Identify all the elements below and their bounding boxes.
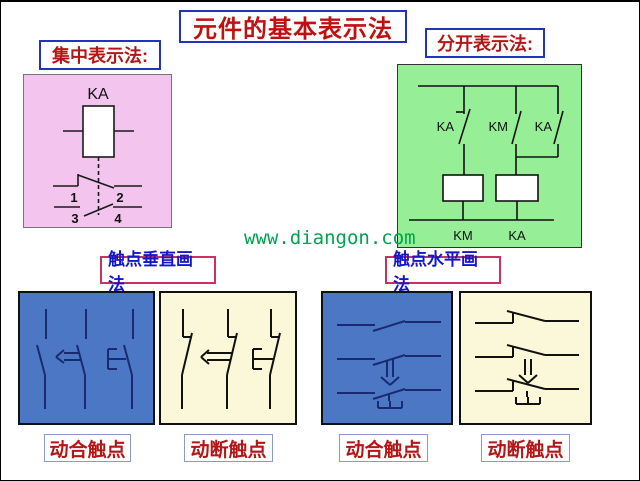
- caption-text: 动断触点: [190, 439, 267, 461]
- nc-contact-symbol: [475, 310, 579, 324]
- ladder-circuit-diagram: KA KM KA KM KA: [409, 85, 564, 243]
- coil-designation: KM: [453, 228, 473, 243]
- horizontal-drawing-label: 触点水平画法: [385, 250, 501, 294]
- nc-contact-symbol: [181, 309, 193, 409]
- horizontal-drawing-text: 触点水平画法: [393, 250, 478, 294]
- centralized-method-label: 集中表示法:: [39, 40, 161, 70]
- relay-circuit-diagram: KA 1 2 3 4: [53, 86, 142, 226]
- no-contact-with-arrow-symbol: [55, 309, 87, 409]
- no-contact-with-operator-symbol: [107, 309, 134, 409]
- page-title: 元件的基本表示法: [179, 10, 407, 43]
- page-title-text: 元件的基本表示法: [193, 16, 393, 43]
- manual-operator-e-icon: [107, 348, 126, 370]
- separated-representation-panel: KA KM KA KM KA: [397, 64, 582, 248]
- no-contact-symbol: [516, 86, 564, 158]
- vertical-nc-contact-symbols: [181, 309, 281, 409]
- nc-contact-with-operator-symbol: [252, 309, 281, 409]
- centralized-method-text: 集中表示法:: [52, 46, 148, 66]
- terminal-number: 2: [116, 190, 123, 205]
- no-contact-symbol: [36, 309, 47, 409]
- horizontal-nc-contact-symbols: [475, 310, 579, 405]
- terminal-number: 4: [114, 211, 122, 226]
- centralized-representation-panel: KA 1 2 3 4: [23, 74, 172, 228]
- vertical-drawing-label: 触点垂直画法: [100, 250, 216, 294]
- terminal-number: 1: [70, 190, 77, 205]
- caption-normally-open: 动合触点: [339, 434, 428, 462]
- no-contact-symbol: [337, 320, 441, 332]
- caption-normally-open: 动合触点: [44, 434, 131, 462]
- caption-text: 动合触点: [49, 439, 126, 461]
- left-arrow-icon: [200, 349, 232, 365]
- vertical-no-contacts-panel: [18, 291, 155, 425]
- coil-symbol: [495, 174, 539, 202]
- nc-contact-with-operator-symbol: [475, 378, 579, 405]
- vertical-nc-contacts-panel: [159, 291, 297, 425]
- vertical-drawing-text: 触点垂直画法: [108, 250, 193, 294]
- caption-text: 动合触点: [345, 439, 422, 461]
- manual-operator-e-icon: [515, 391, 541, 405]
- no-contact-with-arrow-symbol: [337, 354, 441, 386]
- horizontal-nc-contacts-panel: [459, 291, 592, 425]
- nc-contact-symbol: [53, 174, 142, 189]
- watermark-text: www.diangon.com: [244, 227, 416, 249]
- coil-symbol: [442, 174, 484, 202]
- relay-designation: KA: [87, 86, 109, 103]
- contact-designation: KM: [489, 119, 509, 134]
- separated-method-label: 分开表示法:: [425, 28, 545, 58]
- caption-normally-closed: 动断触点: [184, 434, 273, 462]
- down-arrow-icon: [380, 359, 400, 386]
- horizontal-no-contact-symbols: [337, 320, 441, 409]
- horizontal-no-contacts-panel: [321, 291, 453, 425]
- manual-operator-e-icon: [252, 348, 273, 370]
- coil-symbol: [82, 105, 115, 158]
- left-arrow-icon: [55, 349, 81, 364]
- down-arrow-icon: [518, 359, 538, 384]
- coil-designation: KA: [508, 228, 526, 243]
- nc-contact-with-arrow-symbol: [200, 309, 238, 409]
- separated-method-text: 分开表示法:: [437, 34, 533, 54]
- manual-operator-e-icon: [377, 395, 403, 409]
- no-contact-with-operator-symbol: [337, 388, 441, 409]
- no-contact-symbol: [54, 203, 142, 217]
- nc-contact-symbol: [456, 86, 471, 175]
- no-contact-symbol: [511, 86, 522, 175]
- terminal-number: 3: [71, 211, 78, 226]
- contact-designation: KA: [535, 119, 553, 134]
- nc-contact-with-arrow-symbol: [475, 344, 579, 384]
- vertical-no-contact-symbols: [36, 309, 134, 409]
- caption-normally-closed: 动断触点: [481, 434, 570, 462]
- contact-designation: KA: [437, 119, 455, 134]
- caption-text: 动断触点: [487, 439, 564, 461]
